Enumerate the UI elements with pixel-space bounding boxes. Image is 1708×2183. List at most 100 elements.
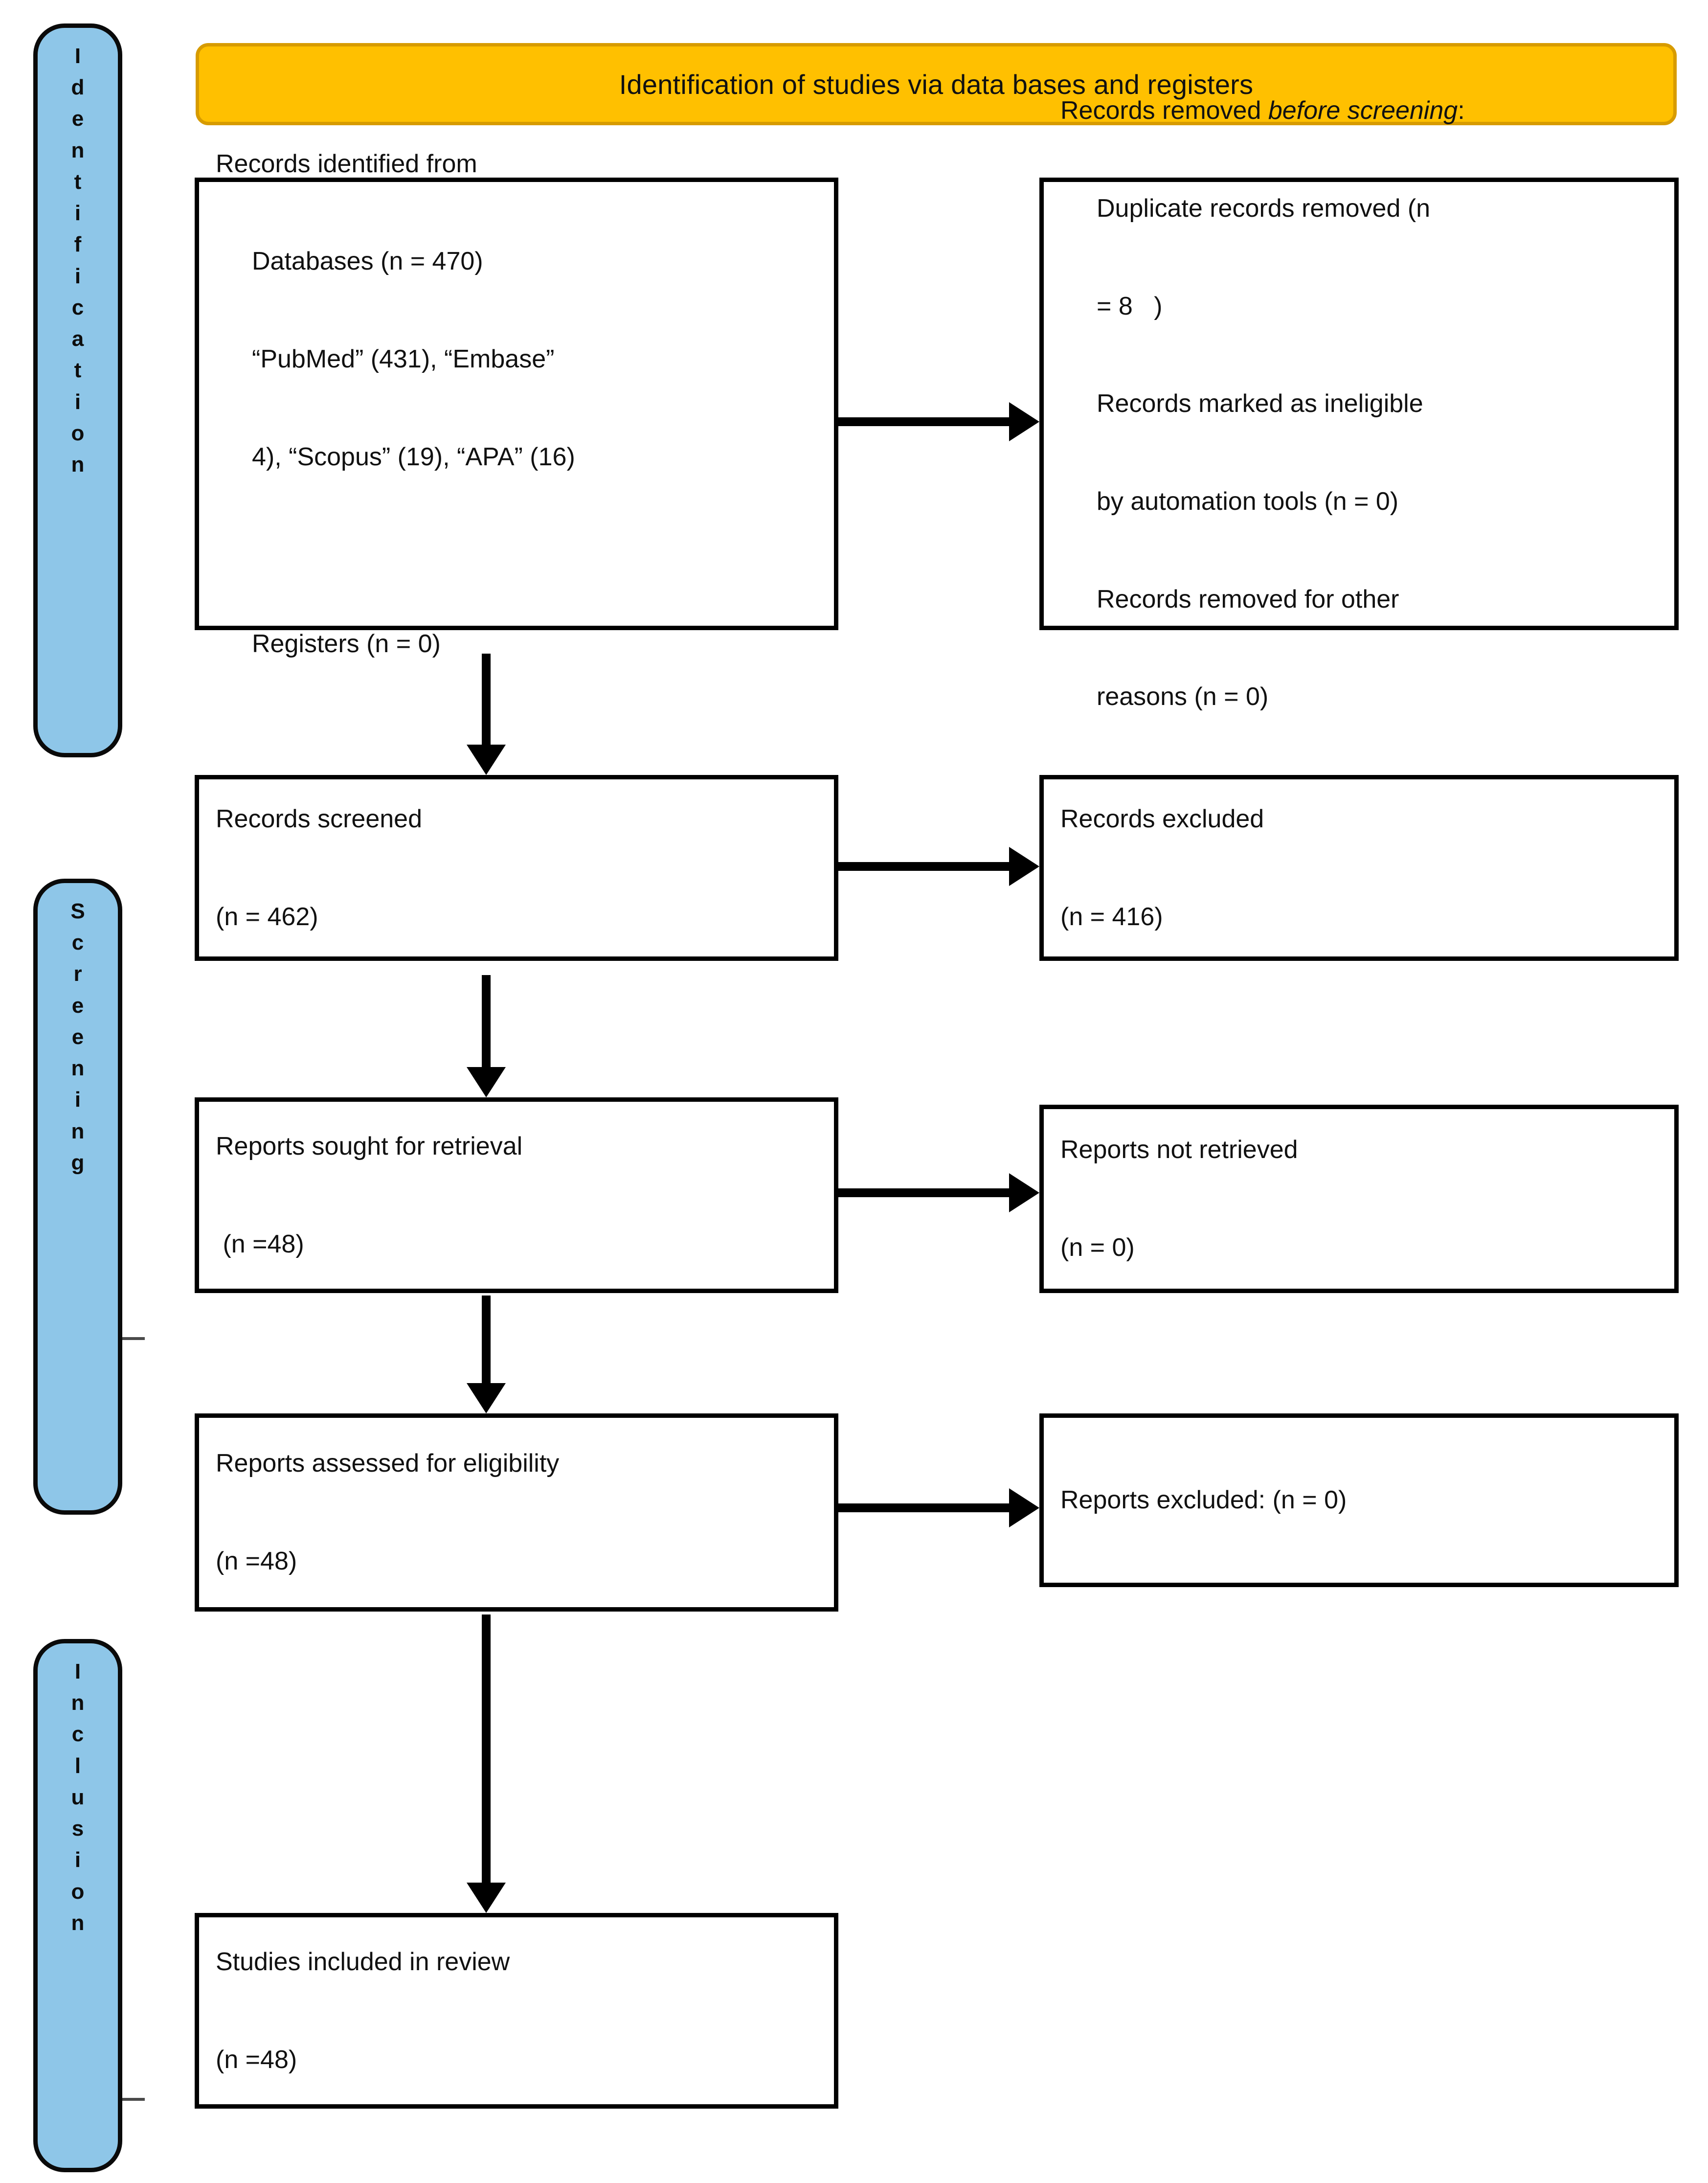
- stage-letter: e: [71, 107, 84, 131]
- arrow-shaft: [838, 862, 1009, 871]
- stage-letter: i: [74, 201, 81, 226]
- line: Reports not retrieved: [1060, 1136, 1298, 1164]
- stage-letter: i: [74, 389, 81, 414]
- line: Records identified from: [216, 149, 477, 178]
- line: reasons (n = 0): [1097, 682, 1269, 711]
- arrow-shaft: [838, 417, 1009, 426]
- line: Studies included in review: [216, 1947, 510, 1976]
- heading-line: Records removed before screening:: [1060, 94, 1658, 127]
- heading-italic: before screening: [1268, 96, 1458, 125]
- spacer-line: [216, 538, 817, 562]
- line: Reports assessed for eligibility: [216, 1449, 560, 1478]
- arrow-head: [1009, 402, 1039, 441]
- box-records-screened: Records screened (n = 462): [195, 775, 838, 961]
- stage-letter: t: [74, 169, 82, 194]
- box-studies-included-in-review: Studies included in review (n =48): [195, 1913, 838, 2109]
- stage-letter: e: [71, 1024, 84, 1049]
- box-studies-included-text: Studies included in review (n =48): [199, 1881, 834, 2141]
- line: by automation tools (n = 0): [1097, 487, 1399, 516]
- box-records-removed-before-screening: Records removed before screening: Duplic…: [1039, 96, 1679, 711]
- line: Reports sought for retrieval: [216, 1132, 523, 1160]
- line: (n =48): [216, 2045, 297, 2074]
- stage-letter: c: [71, 1722, 84, 1747]
- stage-letter: c: [71, 931, 84, 955]
- box-reports-assessed-text: Reports assessed for eligibility (n =48): [199, 1382, 834, 1642]
- line: Records removed for other: [1097, 585, 1399, 614]
- stage-letter: s: [71, 1817, 84, 1841]
- arrow-shaft: [838, 1188, 1009, 1197]
- box-reports-not-retrieved-text: Reports not retrieved (n = 0): [1044, 1069, 1674, 1329]
- screening-tick-mark: [122, 1337, 145, 1340]
- stage-letter: o: [71, 1879, 85, 1904]
- stage-letter: a: [71, 327, 84, 351]
- box-reports-excluded-text: Reports excluded: (n = 0): [1044, 1419, 1674, 1582]
- box-records-identified-text: Records identified from Databases (n = 4…: [199, 83, 834, 726]
- line: Reports excluded: (n = 0): [1060, 1486, 1347, 1515]
- stage-letter: n: [71, 1910, 85, 1935]
- box-reports-sought-text: Reports sought for retrieval (n =48): [199, 1065, 834, 1325]
- line: = 8 ): [1097, 292, 1163, 320]
- heading-suffix: :: [1458, 96, 1465, 125]
- arrow-head: [467, 1067, 506, 1097]
- line: Registers (n = 0): [252, 629, 441, 658]
- stage-tab-screening: S c r e e n i n g: [33, 879, 122, 1515]
- box-records-removed-text: Records removed before screening: Duplic…: [1044, 29, 1674, 778]
- line: (n = 462): [216, 902, 318, 931]
- stage-letter: g: [71, 1150, 85, 1175]
- line: “PubMed” (431), “Embase”: [252, 344, 555, 373]
- box-records-screened-text: Records screened (n = 462): [199, 738, 834, 998]
- stage-letter: n: [71, 138, 85, 162]
- box-records-excluded: Records excluded (n = 416): [1039, 775, 1679, 961]
- stage-letter: f: [74, 232, 82, 257]
- line: Duplicate records removed (n: [1097, 194, 1431, 223]
- arrow-head: [1009, 847, 1039, 886]
- arrow-head: [467, 1883, 506, 1913]
- line: Records screened: [216, 804, 422, 833]
- stage-letter: n: [71, 1056, 85, 1081]
- line: Databases (n = 470): [252, 247, 483, 276]
- stage-letter: u: [71, 1785, 85, 1809]
- arrow-shaft: [482, 1296, 491, 1383]
- stage-letter: o: [71, 421, 85, 445]
- stage-letter: I: [74, 44, 81, 68]
- line: (n =48): [216, 1229, 304, 1258]
- stage-letter: d: [71, 75, 85, 100]
- box-reports-not-retrieved: Reports not retrieved (n = 0): [1039, 1105, 1679, 1293]
- line: (n = 416): [1060, 902, 1163, 931]
- arrow-shaft: [838, 1503, 1009, 1512]
- arrow-head: [467, 745, 506, 775]
- banner-label: Identification of studies via data bases…: [619, 68, 1254, 100]
- stage-letter: n: [71, 1691, 85, 1715]
- box-reports-assessed-for-eligibility: Reports assessed for eligibility (n =48): [195, 1413, 838, 1612]
- stage-letter: i: [74, 264, 81, 288]
- line: (n = 0): [1060, 1233, 1135, 1262]
- stage-letter: n: [71, 1119, 85, 1143]
- box-records-excluded-text: Records excluded (n = 416): [1044, 738, 1674, 998]
- stage-letter: i: [74, 1848, 81, 1872]
- stage-letter: i: [74, 1088, 81, 1112]
- arrow-head: [467, 1383, 506, 1413]
- box-reports-sought-for-retrieval: Reports sought for retrieval (n =48): [195, 1097, 838, 1293]
- line: Records excluded: [1060, 804, 1264, 833]
- stage-letter: t: [74, 358, 82, 383]
- stage-letter: c: [71, 295, 84, 319]
- arrow-shaft: [482, 654, 491, 745]
- stage-letter: l: [74, 1753, 81, 1778]
- heading-plain: Records removed: [1060, 96, 1268, 125]
- line: 4), “Scopus” (19), “APA” (16): [252, 442, 575, 471]
- stage-letter: r: [73, 962, 82, 986]
- stage-tab-inclusion: I n c l u s i o n: [33, 1639, 122, 2172]
- box-reports-excluded: Reports excluded: (n = 0): [1039, 1413, 1679, 1587]
- stage-letter: I: [74, 1660, 81, 1683]
- stage-letter: S: [70, 899, 85, 923]
- arrow-head: [1009, 1173, 1039, 1212]
- stage-letter: e: [71, 993, 84, 1018]
- box-records-identified: Records identified from Databases (n = 4…: [195, 150, 838, 658]
- inclusion-tick-mark: [122, 2098, 145, 2101]
- stage-letter: n: [71, 453, 85, 477]
- arrow-shaft: [482, 975, 491, 1067]
- arrow-shaft: [482, 1615, 491, 1883]
- arrow-head: [1009, 1488, 1039, 1527]
- line: (n =48): [216, 1547, 297, 1576]
